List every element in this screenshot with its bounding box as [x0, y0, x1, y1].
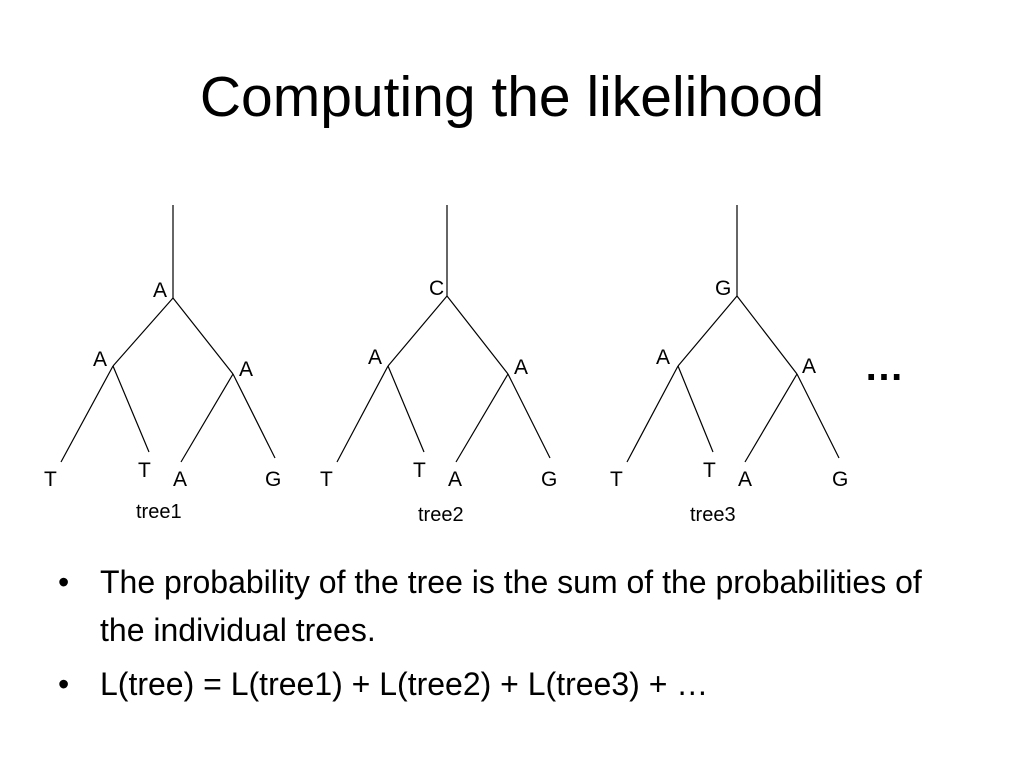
branch-root-left — [112, 297, 174, 367]
branch-right-leaf3 — [455, 373, 509, 463]
bullet-text: L(tree) = L(tree1) + L(tree2) + L(tree3)… — [100, 666, 709, 702]
branch-root-right — [736, 295, 798, 375]
leaf-label: G — [832, 468, 848, 491]
tree-caption: tree2 — [418, 504, 464, 526]
leaf-label: A — [738, 468, 752, 491]
branch-root-right — [446, 295, 509, 375]
leaf-label: T — [413, 459, 426, 482]
leaf-label: G — [541, 468, 557, 491]
left-internal-node-label: A — [656, 346, 670, 369]
root-node-label: A — [153, 279, 167, 302]
tree-diagrams: A A A T T A G tree1 C A A T T A G tree2 … — [44, 205, 904, 526]
bullet-item: • The probability of the tree is the sum… — [58, 558, 938, 654]
bullet-symbol: • — [58, 666, 70, 702]
branch-left-leaf2 — [112, 365, 150, 453]
left-internal-node-label: A — [368, 346, 382, 369]
branch-right-leaf4 — [796, 373, 840, 459]
leaf-label: A — [173, 468, 187, 491]
slide-title: Computing the likelihood — [199, 65, 825, 129]
left-internal-node-label: A — [93, 348, 107, 371]
branch-right-leaf3 — [180, 373, 234, 463]
leaf-label: T — [320, 468, 333, 491]
bullet-text: The probability of the tree is the sum o… — [100, 564, 922, 648]
tree-caption: tree1 — [136, 501, 182, 523]
right-internal-node-label: A — [802, 355, 816, 378]
tree-3: G A A T T A G tree3 — [610, 205, 848, 526]
bullet-item: • L(tree) = L(tree1) + L(tree2) + L(tree… — [58, 660, 938, 708]
branch-right-leaf3 — [744, 373, 798, 463]
leaf-label: A — [448, 468, 462, 491]
branch-left-leaf1 — [60, 365, 114, 463]
leaf-label: T — [703, 459, 716, 482]
bullet-symbol: • — [58, 564, 70, 600]
leaf-label: G — [265, 468, 281, 491]
leaf-label: T — [138, 459, 151, 482]
tree-2: C A A T T A G tree2 — [320, 205, 557, 526]
branch-left-leaf2 — [677, 365, 714, 453]
bullet-list: • The probability of the tree is the sum… — [58, 558, 938, 708]
tree-1: A A A T T A G tree1 — [44, 205, 281, 523]
leaf-label: T — [44, 468, 57, 491]
branch-left-leaf1 — [626, 365, 679, 463]
branch-left-leaf2 — [387, 365, 425, 453]
leaf-label: T — [610, 468, 623, 491]
branch-root-right — [172, 297, 234, 375]
branch-root-left — [677, 295, 738, 367]
root-node-label: G — [715, 277, 731, 300]
tree-caption: tree3 — [690, 504, 736, 526]
right-internal-node-label: A — [514, 356, 528, 379]
branch-right-leaf4 — [507, 373, 551, 459]
branch-right-leaf4 — [232, 373, 276, 459]
more-trees-ellipsis: … — [864, 345, 904, 389]
right-internal-node-label: A — [239, 358, 253, 381]
branch-left-leaf1 — [336, 365, 389, 463]
root-node-label: C — [429, 277, 444, 300]
branch-root-left — [387, 295, 448, 367]
